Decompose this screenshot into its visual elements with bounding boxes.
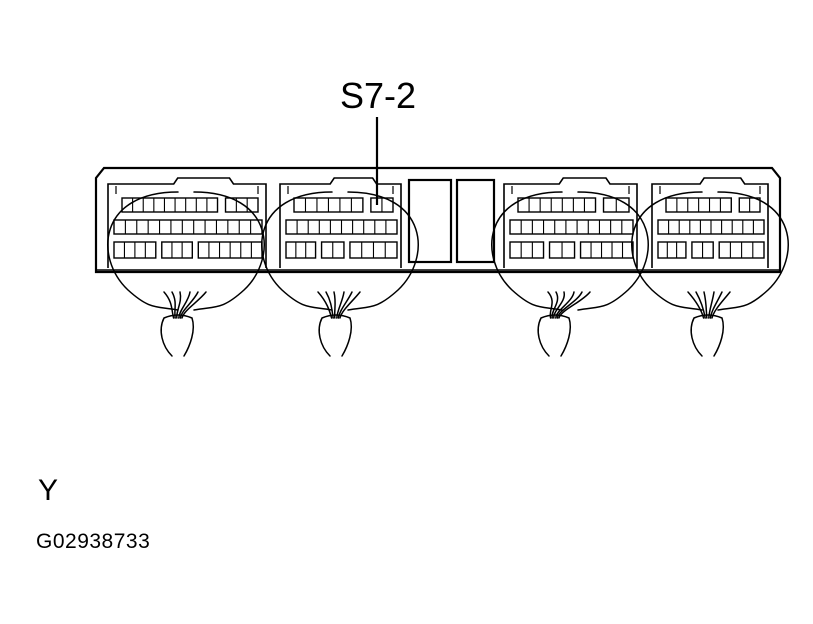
wire-harness-group bbox=[107, 191, 789, 357]
harness-loop-right bbox=[717, 191, 789, 311]
pin-row-middle-frame bbox=[113, 219, 263, 235]
ecu-outline bbox=[94, 166, 782, 274]
connector-shell bbox=[651, 177, 769, 268]
harness-wire bbox=[708, 291, 715, 319]
center-socket-right bbox=[455, 178, 496, 264]
center-socket-left bbox=[407, 178, 453, 264]
harness-bundle bbox=[690, 314, 725, 357]
harness-wire bbox=[163, 291, 175, 319]
pin-row-top-frame bbox=[121, 197, 219, 213]
pin-row-bottom-frame bbox=[285, 241, 317, 259]
harness-loop-left bbox=[107, 191, 179, 311]
connector-block-2 bbox=[279, 177, 402, 268]
connector-shell bbox=[279, 177, 402, 268]
harness-wire bbox=[181, 291, 207, 319]
harness-wire bbox=[695, 291, 706, 319]
harness-wire bbox=[553, 291, 565, 319]
harness-bundle bbox=[318, 314, 353, 357]
harness-loop-left bbox=[631, 191, 703, 311]
harness-wire bbox=[703, 291, 708, 319]
harness-wire bbox=[337, 291, 353, 319]
ecu-housing bbox=[94, 166, 782, 274]
callout-label-s7-2: S7-2 bbox=[340, 75, 416, 116]
harness-wire bbox=[709, 291, 723, 319]
harness-wire bbox=[325, 291, 334, 319]
connector-block-4 bbox=[651, 177, 769, 268]
harness-loop-right bbox=[193, 191, 265, 311]
wire-harness-1 bbox=[107, 191, 265, 357]
harness-wire bbox=[556, 291, 583, 319]
harness-loop-right bbox=[347, 191, 419, 311]
pin-row-bottom-frame bbox=[509, 241, 545, 259]
harness-loop-left bbox=[261, 191, 333, 311]
view-letter: Y bbox=[38, 474, 59, 507]
harness-wire bbox=[551, 291, 559, 319]
harness-wire bbox=[178, 291, 191, 319]
harness-wire bbox=[555, 291, 575, 319]
harness-wire bbox=[336, 291, 345, 319]
connector-group bbox=[107, 177, 769, 268]
pin-row-bottom-frame bbox=[579, 241, 634, 259]
wire-harness-3 bbox=[491, 191, 649, 357]
harness-loop-left bbox=[491, 191, 563, 311]
pin-row-top-small-frame bbox=[224, 197, 259, 213]
connector-block-1 bbox=[107, 177, 267, 268]
harness-wire bbox=[171, 291, 176, 319]
pin-row-middle-frame bbox=[509, 219, 634, 235]
harness-bundle bbox=[160, 314, 195, 357]
figure-code: G02938733 bbox=[36, 530, 151, 553]
harness-wire bbox=[547, 291, 553, 319]
harness-wire bbox=[179, 291, 199, 319]
harness-wire bbox=[317, 291, 333, 319]
pin-row-top-frame bbox=[517, 197, 597, 213]
wire-harness-4 bbox=[631, 191, 789, 357]
harness-wire bbox=[333, 291, 336, 319]
pin-row-bottom-frame bbox=[161, 241, 193, 259]
harness-bundle bbox=[537, 314, 572, 357]
pin-row-bottom-frame bbox=[657, 241, 687, 259]
harness-wire bbox=[176, 291, 182, 319]
connector-shell bbox=[107, 177, 267, 268]
connector-shell bbox=[503, 177, 638, 268]
wire-harness-2 bbox=[261, 191, 419, 357]
connector-block-3 bbox=[503, 177, 638, 268]
